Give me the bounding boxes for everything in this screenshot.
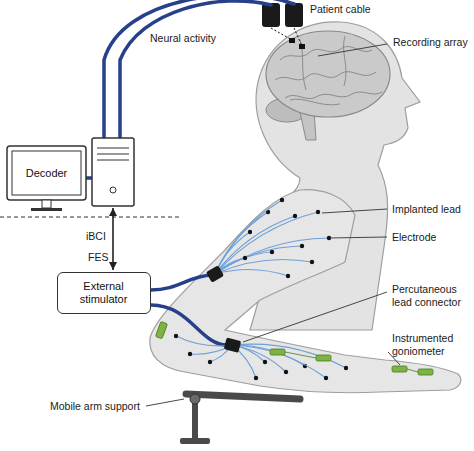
monitor-base: [31, 208, 62, 211]
electrode-dot: [174, 334, 178, 338]
percutaneous-connector: [206, 265, 224, 282]
node-text-block: External stimulator: [58, 273, 149, 312]
neural-cable: [104, 0, 294, 138]
node-label: Decoder: [26, 167, 68, 180]
part-label: Electrode: [392, 231, 436, 244]
divider-dashed: [0, 217, 182, 218]
stimulator-box: External stimulator: [57, 272, 151, 314]
signal-label: Neural activity: [150, 32, 216, 45]
electrode-dot: [286, 274, 290, 278]
part-label: Instrumented goniometer: [392, 332, 466, 357]
node-label: External stimulator: [62, 280, 145, 306]
electrode-dot: [280, 198, 284, 202]
implanted-lead: [215, 269, 288, 276]
goniometer: [155, 321, 433, 375]
implanted-lead: [215, 259, 312, 274]
implanted-lead: [232, 345, 286, 372]
implanted-lead: [215, 238, 329, 274]
brain-gyri: [275, 36, 382, 105]
brain: [266, 31, 390, 117]
part-label: Mobile arm support: [50, 400, 140, 413]
electrode-dot: [248, 230, 252, 234]
part-label: Recording array: [392, 36, 469, 49]
electrode-dot: [324, 376, 328, 380]
percutaneous-connector: [224, 337, 242, 352]
signal-arrow: [112, 208, 114, 270]
monitor-cable: [86, 176, 92, 180]
neural-cable: [120, 1, 271, 138]
implanted-leads: [174, 198, 348, 380]
monitor-screen: [12, 151, 81, 195]
electrode-dot: [263, 360, 267, 364]
electrode-dot: [208, 360, 212, 364]
pedestal-connector: [285, 3, 303, 27]
monitor-stand: [42, 200, 51, 208]
electrode-dot: [254, 376, 258, 380]
electrode-dot: [270, 250, 274, 254]
mobile-arm-support: [180, 394, 300, 444]
electrode-dot: [344, 366, 348, 370]
electrode-dot: [316, 210, 320, 214]
leader-lines: [146, 44, 400, 406]
recording-array: [271, 28, 305, 49]
tower-details: [97, 148, 129, 193]
part-label: Implanted lead: [392, 203, 461, 216]
electrode-dot: [300, 244, 304, 248]
pathway-label: FES: [88, 251, 108, 264]
node-text-block: Decoder: [12, 151, 81, 195]
monitor-frame: [7, 146, 86, 200]
cable-label: Patient cable: [310, 3, 371, 16]
stimulator-cable: [151, 275, 212, 290]
electrode-dot: [243, 256, 247, 260]
electrode-dot: [293, 214, 297, 218]
computer-tower: [92, 138, 134, 206]
implanted-lead: [232, 345, 326, 378]
electrode-dot: [188, 352, 192, 356]
decoder-computer: Decoder: [5, 138, 135, 206]
electrode-dot: [310, 260, 314, 264]
pathway-label: iBCI: [86, 230, 106, 243]
implanted-lead: [176, 336, 232, 346]
part-label: Percutaneous lead connector: [392, 283, 470, 308]
electrode-dot: [284, 370, 288, 374]
stimulator-cable: [151, 305, 227, 345]
implanted-lead: [215, 212, 318, 274]
